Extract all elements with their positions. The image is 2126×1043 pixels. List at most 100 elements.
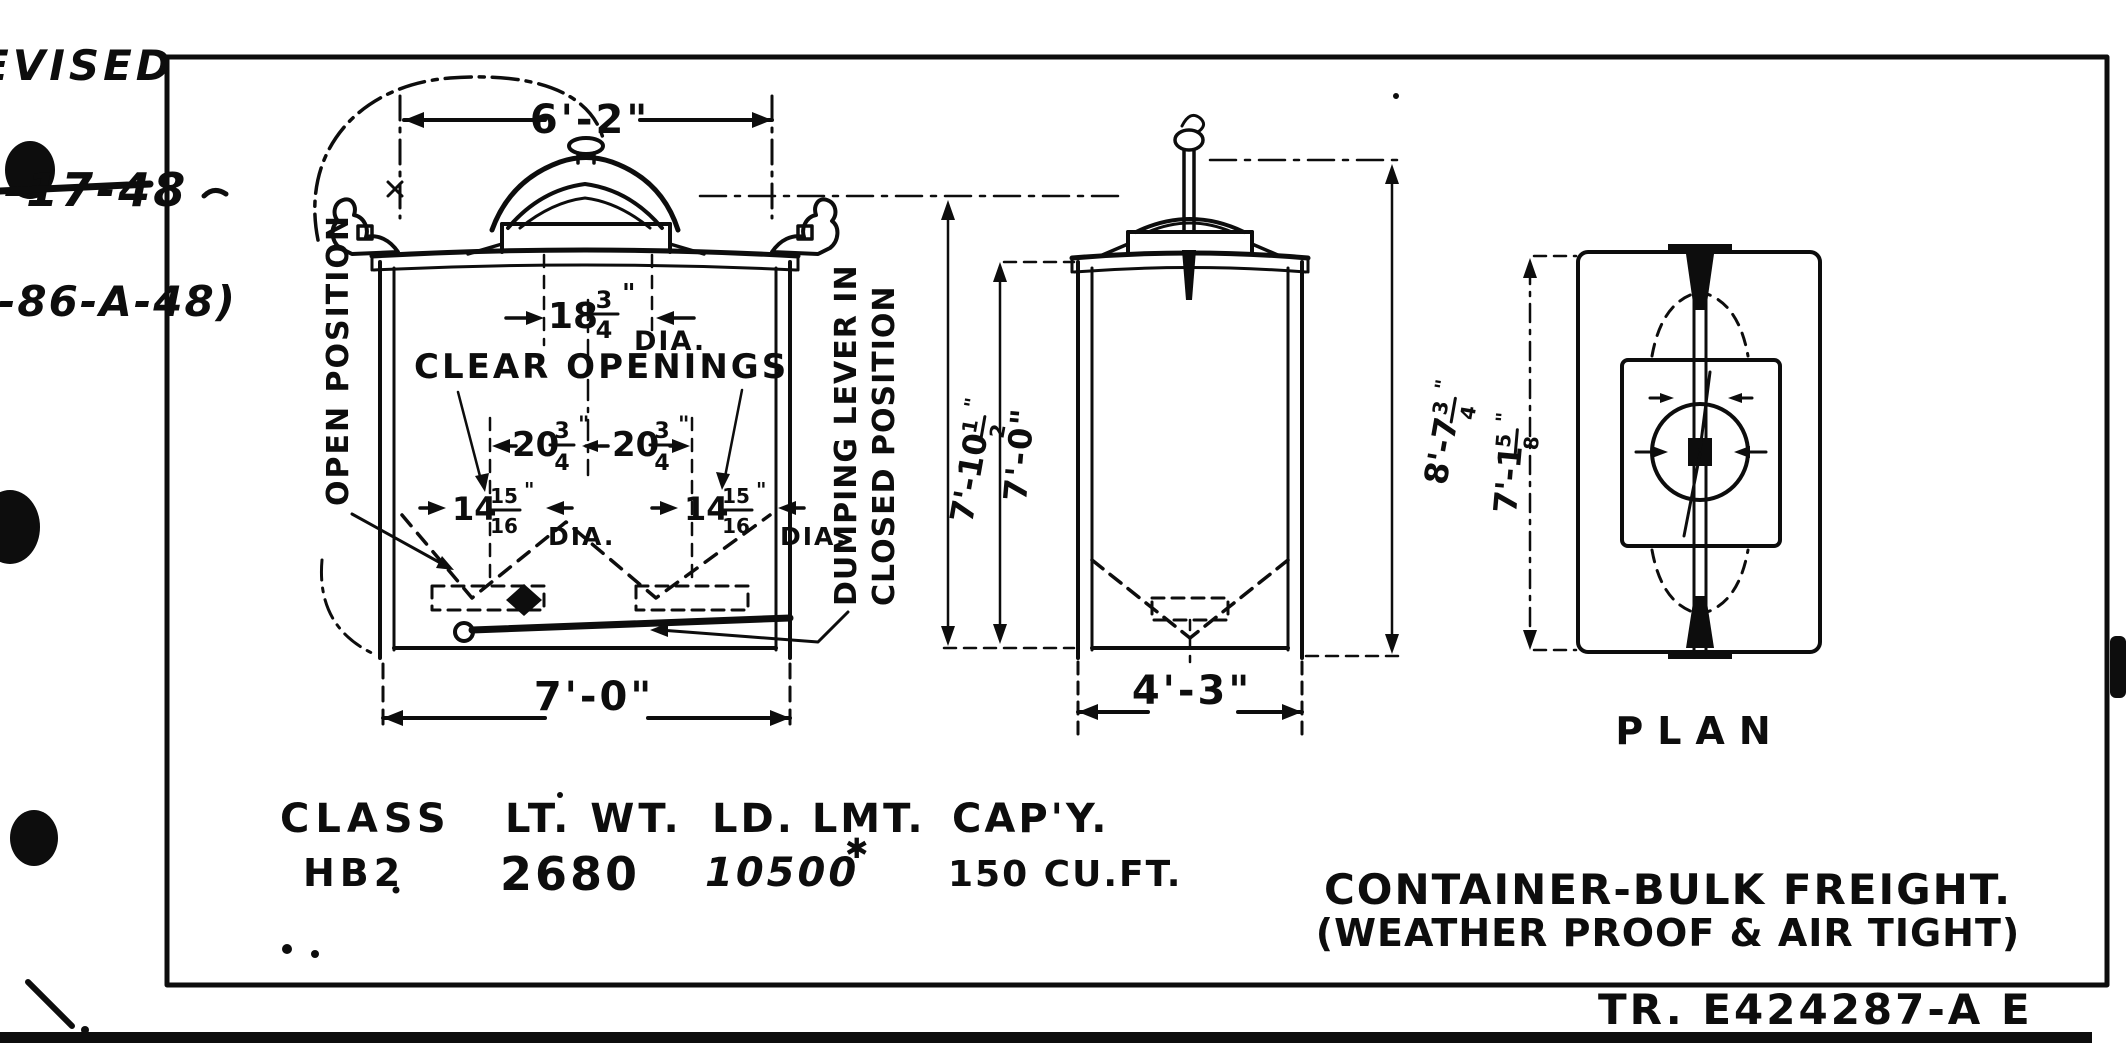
dim-whole: 7'-1 <box>1486 444 1530 515</box>
dim-suffix: DIA. <box>780 522 847 551</box>
plan-label: PLAN <box>1615 709 1784 753</box>
dim-7-0: 7'-0" <box>534 674 654 720</box>
hopper-hidden-lines <box>319 253 772 657</box>
revision-line-1: EVISED <box>0 41 175 90</box>
drawing-number: TR. E424287-A E <box>1598 985 2033 1034</box>
front-dim-bottom-width: 7'-0" <box>381 662 792 734</box>
dim-4-3: 4'-3" <box>1132 668 1252 714</box>
dim-whole: 18 <box>548 296 598 337</box>
arrowhead <box>526 311 544 325</box>
open-position-annotation: OPEN POSITION <box>321 214 454 570</box>
shaft-flare-top <box>1686 254 1714 310</box>
drawing-number-block: TR. E424287-A E <box>1598 985 2033 1034</box>
side-dim-height-overall: 7'-10 1 2 " <box>698 194 1128 646</box>
arrowhead <box>1728 393 1742 403</box>
dim-frac-num: 3 <box>1427 399 1453 417</box>
plan-dim-depth: 7'-1 5 8 " <box>1486 254 1578 652</box>
container-body-side <box>1069 250 1311 660</box>
header-class: CLASS <box>280 796 452 842</box>
stray-marks <box>25 93 1399 1034</box>
header-capy: CAP'Y. <box>952 796 1109 842</box>
arrowhead <box>492 439 510 453</box>
dim-frac-num: 3 <box>654 419 669 444</box>
tilde-mark <box>201 188 229 199</box>
discharge-opening-right <box>634 584 750 612</box>
side-dim-height-body: 7'-0" <box>942 260 1076 650</box>
dim-frac-num: 15 <box>490 484 518 508</box>
dim-frac-num: 3 <box>596 286 613 314</box>
punch-hole <box>5 141 55 199</box>
title-line-2: (WEATHER PROOF & AIR TIGHT) <box>1316 911 2021 955</box>
dim-whole: 8'-7 <box>1416 414 1465 487</box>
dim-unit: " <box>678 413 689 438</box>
sheet-frame <box>0 54 2126 1043</box>
header-lt-wt: LT. WT. <box>505 796 683 842</box>
arrowhead <box>941 200 955 220</box>
dim-frac-num: 1 <box>957 417 983 435</box>
discharge-opening-left <box>430 584 546 612</box>
dim-whole: 7'-10 <box>942 430 995 525</box>
spec-table: CLASS LT. WT. LD. LMT. CAP'Y. HB2 2680 1… <box>280 796 1182 901</box>
dumping-lever-annotation: DUMPING LEVER IN CLOSED POSITION <box>650 264 902 644</box>
dim-frac-den: 8 <box>1519 435 1544 451</box>
dim-7-0-side: 7'-0" <box>996 405 1042 502</box>
punch-hole <box>10 810 58 866</box>
arrowhead <box>716 472 730 490</box>
arrowhead <box>383 710 403 726</box>
arrowhead <box>778 501 796 515</box>
arrowhead <box>475 473 489 492</box>
lever-handle <box>453 621 475 643</box>
dim-unit: " <box>959 396 984 410</box>
arrowhead <box>752 112 772 128</box>
dim-unit: " <box>622 279 636 309</box>
dim-suffix: DIA. <box>634 326 706 357</box>
shaft-flare-bottom <box>1686 596 1714 648</box>
dim-unit: " <box>1491 411 1516 423</box>
lever-latch <box>1182 250 1196 300</box>
arrowhead <box>1652 446 1668 458</box>
punch-hole <box>0 490 40 564</box>
dim-unit: " <box>524 478 534 502</box>
dim-frac-den: 4 <box>654 451 669 476</box>
value-lt-wt: 2680 <box>500 847 640 901</box>
lever-pivot <box>506 584 542 616</box>
value-ld-lmt: 10500 <box>705 850 859 896</box>
open-position-label: OPEN POSITION <box>321 214 356 506</box>
lever-grip <box>1173 128 1205 152</box>
dome-lid-side <box>1098 217 1282 258</box>
arrowhead <box>770 710 790 726</box>
arrowhead <box>1734 446 1750 458</box>
plan-inner-frame <box>1620 358 1782 548</box>
dim-frac-den: 4 <box>596 316 613 344</box>
plan-view: PLAN <box>1576 244 1822 753</box>
pounds-mark: ✱ <box>845 832 868 865</box>
title-line-1: CONTAINER-BULK FREIGHT. <box>1324 865 2012 914</box>
dim-unit: " <box>578 413 589 438</box>
arrowhead <box>436 556 454 570</box>
dumping-lever-vertical <box>1173 113 1205 300</box>
revision-block: EVISED -17-48 -86-A-48) <box>0 41 235 326</box>
clear-openings-label: CLEAR OPENINGS <box>414 347 789 387</box>
strike-mark <box>0 180 154 195</box>
front-dim-hole-right: 14 15 16 " DIA. <box>650 478 847 551</box>
dumping-lever <box>453 584 794 643</box>
value-class: HB2 <box>303 851 405 895</box>
edge-mark <box>2110 636 2126 698</box>
dim-frac-num: 3 <box>554 419 569 444</box>
dim-frac-den: 16 <box>490 514 518 538</box>
dim-suffix: DIA. <box>548 522 615 551</box>
value-capy: 150 CU.FT. <box>948 854 1182 895</box>
hopper-hidden-lines-side <box>1090 558 1290 664</box>
arrowhead <box>1660 393 1674 403</box>
side-view <box>1069 113 1311 664</box>
arrowhead <box>660 501 678 515</box>
dim-unit: " <box>756 478 766 502</box>
arrowhead <box>546 501 564 515</box>
dim-frac-den: 4 <box>1455 404 1481 422</box>
container-body-front <box>369 247 801 660</box>
dim-unit: " <box>1430 377 1455 391</box>
arrowhead <box>1385 164 1399 184</box>
front-dim-hole-left: 14 15 16 " DIA. <box>418 478 615 551</box>
dim-frac-den: 4 <box>554 451 569 476</box>
